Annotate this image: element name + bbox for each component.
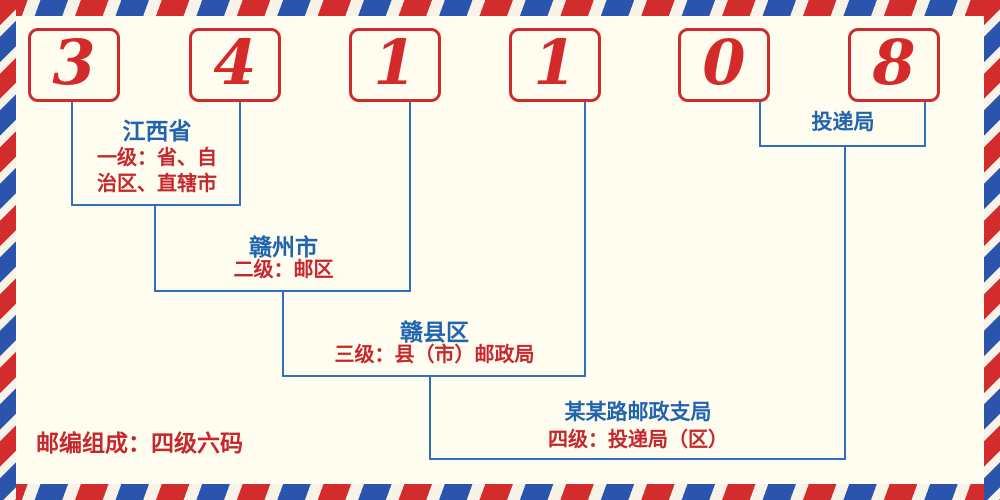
connector-line-l4-right: [844, 145, 846, 460]
connector-line-db-left: [759, 102, 761, 147]
airmail-border-right: [984, 0, 1000, 500]
level3-place-label: 赣县区: [400, 319, 469, 345]
connector-line-l4-left: [429, 375, 431, 460]
connector-line-db-right: [924, 102, 926, 147]
connector-line-l2-left: [154, 204, 156, 292]
digit-4: 1: [533, 26, 577, 99]
airmail-border-bottom: [0, 484, 1000, 500]
connector-line-l1-left: [71, 102, 73, 206]
postal-code-composition-note: 邮编组成：四级六码: [36, 430, 243, 456]
digit-box-3: 1: [349, 28, 441, 102]
connector-line-l3-right: [584, 102, 586, 377]
airmail-border-top: [0, 0, 1000, 16]
connector-line-l2-right: [409, 102, 411, 292]
level4-description: 四级：投递局（区）: [548, 429, 728, 451]
digit-box-6: 8: [848, 28, 940, 102]
connector-line-l1-bottom: [71, 204, 241, 206]
level2-description: 二级：邮区: [233, 259, 334, 281]
digit-box-4: 1: [509, 28, 601, 102]
digit-6: 8: [872, 26, 916, 99]
delivery-bureau-label: 投递局: [811, 111, 875, 134]
level1-place-label: 江西省: [122, 118, 192, 144]
digit-box-1: 3: [28, 28, 120, 102]
digit-1: 3: [52, 26, 96, 99]
digit-box-5: 0: [678, 28, 770, 102]
level3-description: 三级：县（市）邮政局: [334, 344, 535, 366]
connector-line-l3-left: [282, 290, 284, 377]
connector-line-l4-bottom: [429, 458, 846, 460]
level1-description-line2: 治区、直辖市: [97, 173, 217, 195]
connector-line-l1-right: [239, 102, 241, 206]
airmail-border-left: [0, 0, 16, 500]
connector-line-db-bottom: [759, 145, 926, 147]
digit-3: 1: [373, 26, 417, 99]
digit-box-2: 4: [189, 28, 281, 102]
level2-place-label: 赣州市: [249, 234, 318, 260]
digit-5: 0: [702, 26, 746, 99]
level4-place-label: 某某路邮政支局: [564, 401, 712, 424]
digit-2: 4: [213, 26, 257, 99]
level1-description-line1: 一级：省、自: [97, 147, 217, 169]
connector-line-l3-bottom: [282, 375, 586, 377]
level1-description: 一级：省、自 治区、直辖市: [58, 145, 256, 197]
